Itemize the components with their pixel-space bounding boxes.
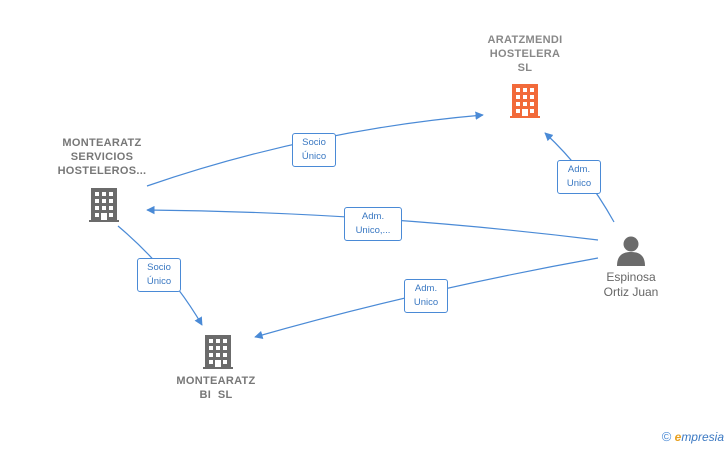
node-label-line: Ortiz Juan [603, 285, 659, 299]
edge-label-line: Adm. [361, 211, 385, 222]
building-icon[interactable] [510, 84, 540, 118]
brand-logo-text: mpresia [681, 430, 724, 444]
node-label-aratzmendi[interactable]: ARATZMENDI HOSTELERA SL [470, 33, 580, 75]
edge-label-socio-unico[interactable]: Socio Único [292, 133, 336, 167]
edge-label-line: Único [146, 276, 172, 287]
edge-label-adm-unico[interactable]: Adm. Unico [404, 279, 448, 313]
node-label-montearatz-bi[interactable]: MONTEARATZ BI SL [160, 374, 272, 402]
edge-label-line: Adm. [567, 164, 591, 175]
node-label-line: HOSTELERA [489, 48, 561, 60]
person-icon[interactable] [617, 236, 645, 267]
edge-label-line: Unico,... [355, 225, 391, 236]
edge-label-line: Socio [302, 137, 326, 148]
edge-label-socio-unico[interactable]: Socio Único [137, 258, 181, 292]
edge-label-adm-unico[interactable]: Adm. Unico [557, 160, 601, 194]
edge-label-adm-unico-multi[interactable]: Adm. Unico,... [344, 207, 402, 241]
node-label-line: ARATZMENDI [487, 34, 563, 46]
brand-logo-e: e [674, 430, 682, 444]
node-label-line: MONTEARATZ [176, 375, 256, 387]
node-label-line: MONTEARATZ [62, 137, 142, 149]
node-label-line: BI SL [199, 389, 233, 401]
edge-label-line: Socio [147, 262, 171, 273]
edge-label-line: Adm. [414, 283, 438, 294]
node-label-montearatz-servicios[interactable]: MONTEARATZ SERVICIOS HOSTELEROS... [46, 136, 158, 178]
node-label-line: SERVICIOS [70, 151, 134, 163]
node-label-line: SL [517, 62, 533, 74]
building-icon[interactable] [203, 335, 233, 369]
node-label-line: HOSTELEROS... [57, 165, 147, 177]
node-label-espinosa[interactable]: Espinosa Ortiz Juan [586, 270, 676, 300]
edge-label-line: Único [301, 151, 327, 162]
copyright-icon: © [661, 429, 672, 444]
edge-label-line: Unico [413, 297, 439, 308]
node-label-line: Espinosa [606, 270, 656, 284]
brand-watermark: © empresia [662, 429, 724, 444]
edge-label-line: Unico [566, 178, 592, 189]
building-icon[interactable] [89, 188, 119, 222]
